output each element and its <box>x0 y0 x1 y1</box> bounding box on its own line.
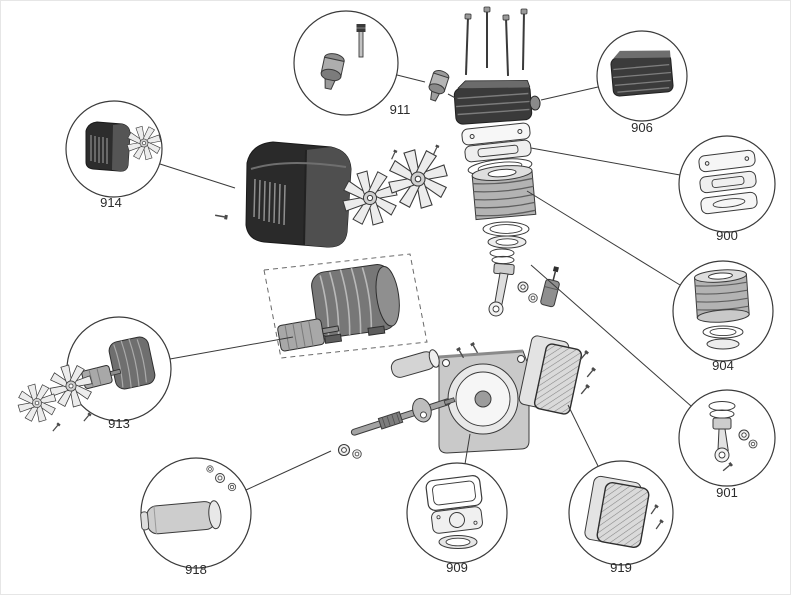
screw-icon <box>579 383 591 396</box>
cylinder-thumb <box>693 269 750 323</box>
piston-conrod <box>488 248 538 317</box>
leader-913 <box>169 336 294 360</box>
callout-label-901: 901 <box>716 485 738 500</box>
cartridge-thumb <box>140 500 222 535</box>
callout-904: 904 <box>672 260 774 373</box>
leader-914 <box>159 163 236 189</box>
motor-boundary <box>263 253 428 359</box>
callout-label-913: 913 <box>108 416 130 431</box>
valve-plate-assembly <box>518 335 597 415</box>
fitting-link-line <box>447 93 462 102</box>
callout-label-906: 906 <box>631 120 653 135</box>
callout-label-911: 911 <box>390 102 411 117</box>
callout-900: 900 <box>678 135 776 243</box>
exploded-assembly <box>214 6 597 459</box>
gasket-kit-thumb <box>698 149 758 215</box>
screw-icon <box>585 366 597 379</box>
leader-909 <box>464 433 471 465</box>
callout-label-900: 900 <box>716 228 738 243</box>
washer-icon <box>517 281 529 293</box>
callout-label-909: 909 <box>446 560 468 575</box>
unloader-valve <box>540 266 560 308</box>
head-bolts <box>461 6 529 78</box>
screw-icon <box>431 143 441 156</box>
fitting-thumb <box>320 53 345 90</box>
crankshaft <box>350 397 456 436</box>
screw-icon <box>469 341 480 355</box>
gasket-plate-thumb <box>425 475 483 549</box>
leader-904 <box>526 190 681 286</box>
stator <box>311 264 400 344</box>
callout-circle <box>293 10 399 116</box>
screw-icon <box>50 421 62 433</box>
washer-icon <box>206 465 214 473</box>
conrod-thumb <box>708 401 758 473</box>
shroud-vents <box>253 178 286 226</box>
callout-919: 919 <box>568 460 674 575</box>
leader-lines <box>159 74 692 491</box>
head-thumb <box>610 50 674 97</box>
leader-906 <box>540 86 599 101</box>
screw-icon <box>389 148 399 161</box>
shroud-thumb <box>85 121 131 172</box>
stator-thumb <box>108 336 156 390</box>
head-gaskets <box>461 122 533 176</box>
leader-911 <box>396 74 426 83</box>
cylinder-gasket-thumb <box>702 325 744 350</box>
callout-914: 914 <box>65 100 163 210</box>
fan-wheel-right <box>386 147 450 211</box>
fan-shroud <box>214 141 352 248</box>
muffler <box>390 349 440 378</box>
callout-918: 918 <box>140 457 252 577</box>
washer-icon <box>352 449 362 459</box>
screw-icon <box>81 411 93 423</box>
screw-icon <box>214 212 229 221</box>
callout-label-914: 914 <box>100 195 122 210</box>
washer-icon <box>215 473 225 483</box>
callout-911: 911 <box>293 10 411 117</box>
callout-909: 909 <box>406 462 508 575</box>
callout-circle <box>678 389 776 487</box>
callout-901: 901 <box>678 389 776 500</box>
rotor <box>277 318 340 352</box>
callout-906: 906 <box>596 30 688 135</box>
washer-icon <box>227 482 237 492</box>
washer-icon <box>337 443 351 457</box>
washer-icon <box>738 429 750 441</box>
cylinder-base-gaskets <box>482 221 530 249</box>
cylinder <box>471 165 537 221</box>
leader-918 <box>245 450 332 491</box>
callout-label-919: 919 <box>610 560 632 575</box>
callout-label-918: 918 <box>185 562 207 577</box>
leader-919 <box>567 404 599 467</box>
crankcase <box>438 349 530 454</box>
washer-icon <box>748 439 758 449</box>
leader-901 <box>530 264 692 407</box>
pin-thumb <box>356 24 366 58</box>
leader-900 <box>530 147 681 176</box>
callout-label-904: 904 <box>712 358 734 373</box>
filter-panel-thumb <box>584 475 665 548</box>
callout-913: 913 <box>16 316 172 433</box>
delivery-fitting <box>428 70 450 102</box>
washer-icon <box>528 293 538 303</box>
cylinder-head <box>453 80 541 125</box>
